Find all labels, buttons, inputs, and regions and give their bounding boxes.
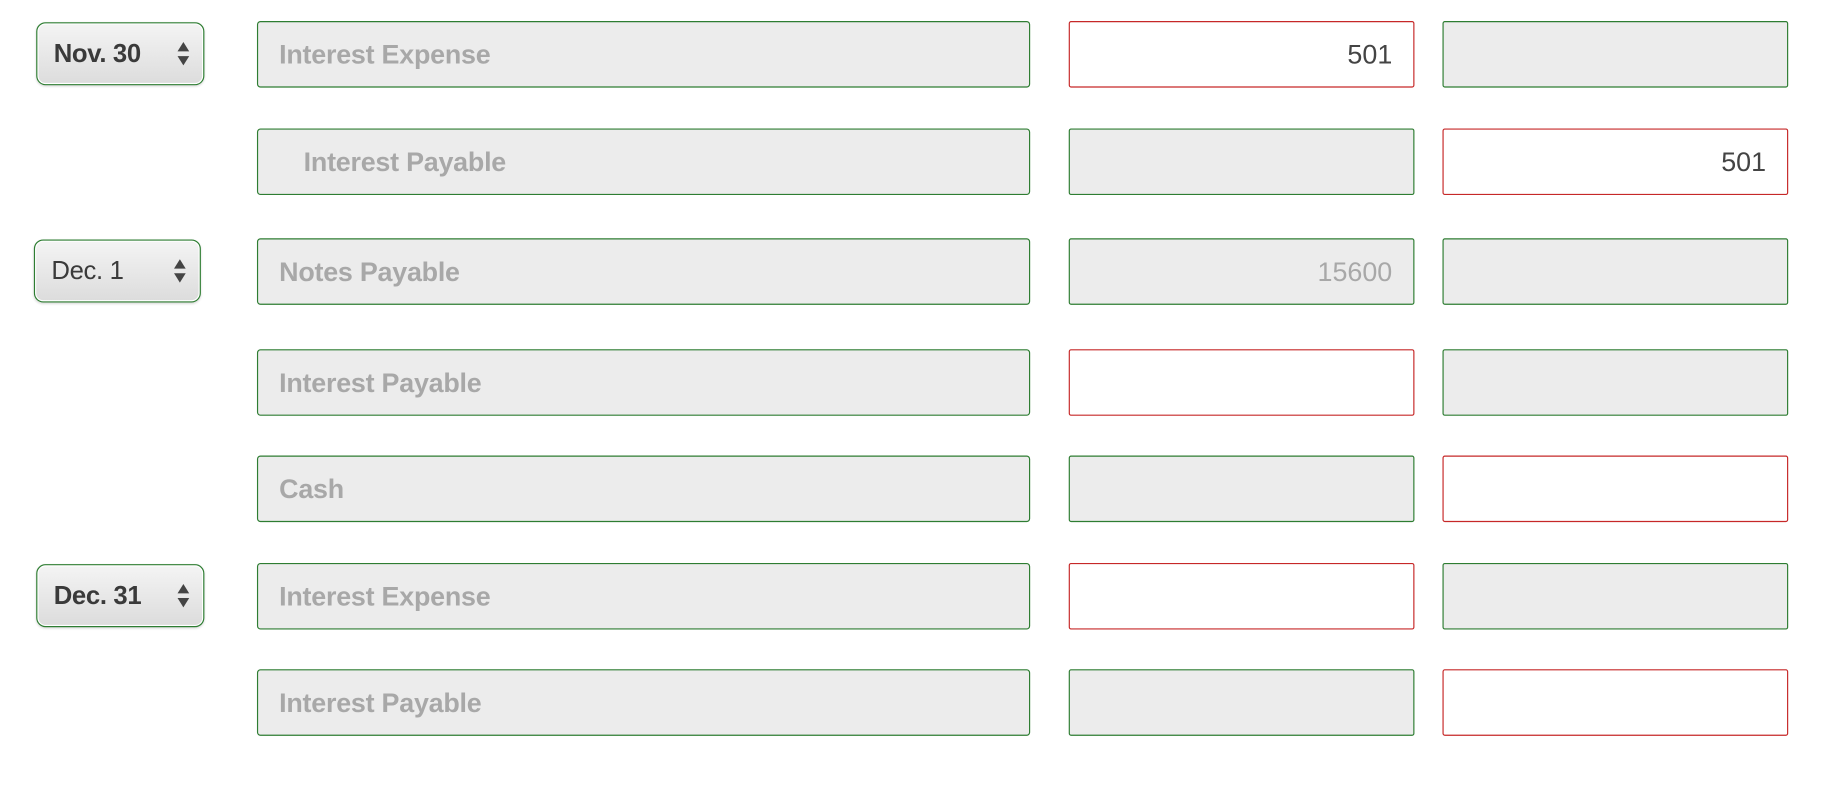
credit-input[interactable] <box>1442 238 1789 305</box>
updown-arrows-icon <box>176 583 190 609</box>
journal-row: Dec. 31 Interest Expense <box>0 562 1822 631</box>
debit-value: 501 <box>1347 38 1393 69</box>
account-field[interactable]: Notes Payable <box>256 238 1031 305</box>
account-field[interactable]: Interest Payable <box>256 128 1031 196</box>
credit-input[interactable] <box>1442 562 1789 630</box>
credit-value: 501 <box>1721 146 1767 177</box>
debit-input[interactable] <box>1068 349 1415 416</box>
journal-row: Nov. 30 Interest Expense 501 <box>0 21 1822 89</box>
account-field[interactable]: Interest Expense <box>256 21 1031 88</box>
date-select-value: Dec. 1 <box>51 255 124 285</box>
debit-value: 15600 <box>1317 255 1393 287</box>
account-field[interactable]: Cash <box>256 455 1031 523</box>
updown-arrows-icon <box>176 41 190 67</box>
date-select-dec-31[interactable]: Dec. 31 <box>36 564 205 628</box>
credit-input[interactable] <box>1442 455 1789 523</box>
journal-row: Dec. 1 Notes Payable 15600 <box>0 238 1822 306</box>
credit-input[interactable]: 501 <box>1442 128 1789 196</box>
debit-input[interactable]: 15600 <box>1068 238 1415 305</box>
credit-input[interactable] <box>1442 349 1789 416</box>
debit-input[interactable] <box>1068 455 1415 523</box>
account-name: Interest Payable <box>279 366 482 398</box>
journal-row: Cash <box>0 455 1822 524</box>
date-select-dec-1[interactable]: Dec. 1 <box>33 239 201 303</box>
account-name: Cash <box>279 473 344 504</box>
journal-row: Interest Payable <box>0 349 1822 417</box>
account-field[interactable]: Interest Expense <box>256 562 1031 630</box>
account-name: Notes Payable <box>279 255 460 287</box>
account-field[interactable]: Interest Payable <box>256 669 1031 736</box>
credit-input[interactable] <box>1442 669 1789 736</box>
debit-input[interactable] <box>1068 562 1415 630</box>
debit-input[interactable] <box>1068 128 1415 196</box>
debit-input[interactable]: 501 <box>1068 21 1415 88</box>
journal-row: Interest Payable 501 <box>0 128 1822 196</box>
account-name: Interest Expense <box>279 580 491 611</box>
account-name: Interest Payable <box>279 686 482 718</box>
date-select-nov-30[interactable]: Nov. 30 <box>36 22 205 86</box>
account-field[interactable]: Interest Payable <box>256 349 1031 416</box>
updown-arrows-icon <box>173 258 187 284</box>
account-name: Interest Expense <box>279 38 491 69</box>
date-select-value: Nov. 30 <box>53 38 141 68</box>
debit-input[interactable] <box>1068 669 1415 736</box>
date-select-value: Dec. 31 <box>53 580 142 610</box>
journal-row: Interest Payable <box>0 669 1822 737</box>
account-name: Interest Payable <box>303 146 507 177</box>
credit-input[interactable] <box>1442 21 1789 88</box>
